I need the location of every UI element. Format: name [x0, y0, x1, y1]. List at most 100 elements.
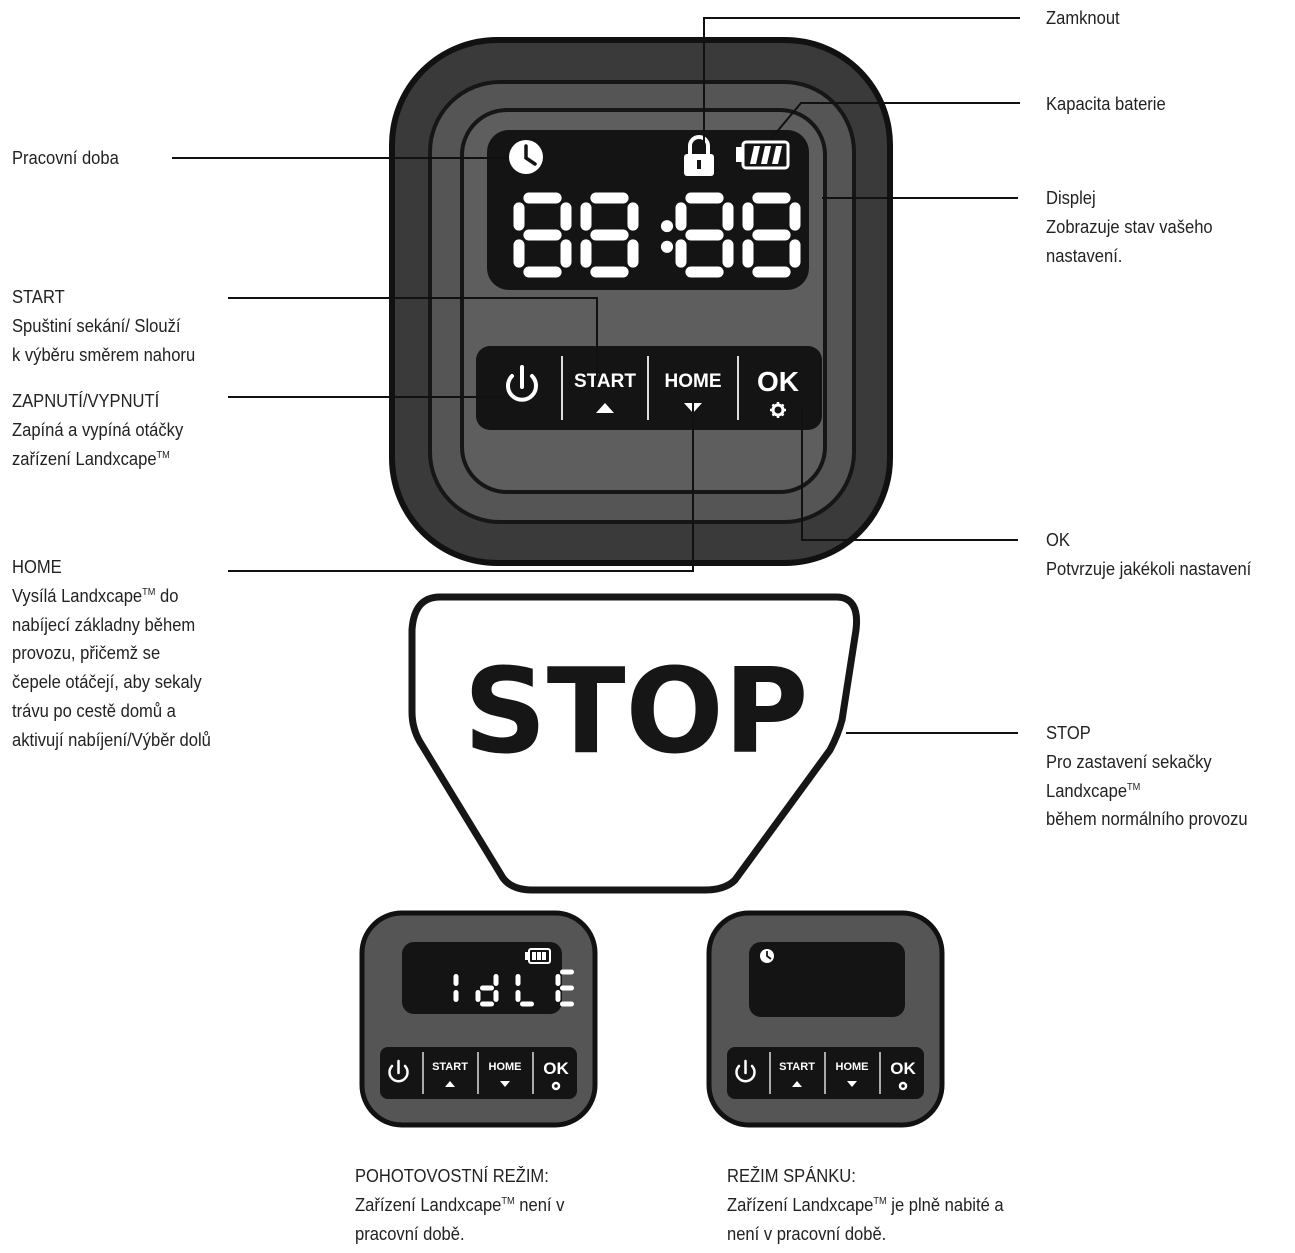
callout-start-line: Spuštiní sekání/ Slouží: [12, 315, 181, 336]
idle-ok-label: OK: [543, 1059, 569, 1078]
caption-sleep-line1b: je plně nabité a: [886, 1194, 1004, 1215]
caption-idle-line: pracovní době.: [355, 1223, 465, 1244]
battery-icon: [736, 140, 790, 170]
leader-battery: [769, 102, 1020, 141]
seven-segment-digits: [513, 192, 801, 278]
callout-display-line: nastavení.: [1046, 245, 1123, 266]
callout-stop: STOP Pro zastavení sekačky LandxcapeTM b…: [1046, 719, 1248, 834]
stop-button-label: STOP: [464, 642, 809, 780]
callout-work-time: Pracovní doba: [12, 144, 119, 173]
callout-stop-line: Pro zastavení sekačky: [1046, 751, 1212, 772]
callout-display-title: Displej: [1046, 188, 1096, 208]
power-icon: [735, 1059, 756, 1083]
leader-zamknout: [703, 17, 1020, 148]
caption-sleep-line: není v pracovní době.: [727, 1223, 887, 1244]
callout-ok-title: OK: [1046, 530, 1070, 550]
callout-zamknout: Zamknout: [1046, 4, 1120, 33]
callout-ok-line: Potvrzuje jakékoli nastavení: [1046, 558, 1252, 579]
caption-sleep-line1a: Zařízení Landxcape: [727, 1194, 874, 1215]
start-button[interactable]: START: [574, 371, 636, 413]
callout-start-line: k výběru směrem nahoru: [12, 344, 196, 365]
clock-icon: [760, 949, 774, 963]
caption-sleep-line: Zařízení LandxcapeTM je plně nabité a: [727, 1191, 1004, 1220]
idle-mode-panel: START HOME OK: [359, 910, 598, 1128]
callout-home-line: trávu po cestě domů a: [12, 700, 176, 721]
down-arrow-icon: [500, 1081, 510, 1087]
idle-home-label: HOME: [489, 1061, 522, 1073]
callout-home-first-after: do: [155, 585, 179, 606]
caption-idle-title: POHOTOVOSTNÍ REŽIM:: [355, 1166, 549, 1186]
ok-button-label: OK: [757, 366, 799, 397]
callout-home-line: Vysílá LandxcapeTM do: [12, 582, 211, 611]
callout-home-first-text: Vysílá Landxcape: [12, 585, 143, 606]
callout-ok: OK Potvrzuje jakékoli nastavení: [1046, 526, 1251, 584]
callout-battery-text: Kapacita baterie: [1046, 94, 1166, 114]
caption-idle-line1b: není v: [514, 1194, 565, 1215]
ok-button[interactable]: OK: [757, 366, 799, 418]
lock-icon: [684, 135, 714, 176]
callout-start: START Spuštiní sekání/ Slouží k výběru s…: [12, 283, 195, 369]
sleep-mode-panel: START HOME OK: [706, 910, 945, 1128]
callout-stop-title: STOP: [1046, 723, 1091, 743]
callout-display: Displej Zobrazuje stav vašeho nastavení.: [1046, 184, 1213, 270]
idle-display: [402, 942, 562, 1014]
leader-ok: [801, 406, 1018, 541]
callout-home-line: nabíjecí základny během: [12, 614, 196, 635]
caption-sleep-mode: REŽIM SPÁNKU: Zařízení LandxcapeTM je pl…: [727, 1162, 1004, 1248]
gear-icon: [770, 402, 786, 418]
gear-icon: [551, 1081, 561, 1091]
power-button[interactable]: [506, 365, 538, 402]
sleep-start-label: START: [779, 1061, 815, 1073]
sleep-display: [749, 942, 905, 1017]
leader-start: [228, 297, 598, 380]
callout-stop-line: LandxcapeTM: [1046, 777, 1248, 806]
up-arrow-icon: [445, 1081, 455, 1087]
trademark-mark: TM: [501, 1195, 515, 1207]
display-colon-dot: [660, 220, 674, 233]
caption-idle-line1a: Zařízení Landxcape: [355, 1194, 502, 1215]
gear-icon: [898, 1081, 908, 1091]
callout-home-line: provozu, přičemž se: [12, 643, 161, 664]
display-colon-dot: [660, 240, 674, 253]
sleep-ok-label: OK: [890, 1059, 916, 1078]
idle-start-label: START: [432, 1061, 468, 1073]
stop-button[interactable]: STOP: [408, 593, 861, 894]
sleep-home-label: HOME: [836, 1061, 869, 1073]
control-panel: START HOME OK: [389, 37, 893, 566]
callout-battery: Kapacita baterie: [1046, 90, 1166, 119]
idle-display-text: [453, 969, 574, 1007]
callout-power-line: Zapíná a vypíná otáčky: [12, 419, 184, 440]
callout-home-title: HOME: [12, 557, 62, 577]
callout-home-line: čepele otáčejí, aby sekaly: [12, 672, 202, 693]
callout-home-line: aktivují nabíjení/Výběr dolů: [12, 729, 211, 750]
clock-icon: [509, 140, 543, 174]
power-icon: [388, 1059, 409, 1083]
up-arrow-icon: [596, 403, 614, 413]
callout-power-last-text: zařízení Landxcape: [12, 448, 157, 469]
caption-sleep-title: REŽIM SPÁNKU:: [727, 1166, 856, 1186]
trademark-mark: TM: [156, 449, 170, 461]
callout-start-title: START: [12, 287, 65, 307]
leader-lines: [172, 17, 1020, 734]
trademark-mark: TM: [142, 586, 156, 598]
trademark-mark: TM: [1127, 781, 1141, 793]
callout-display-line: Zobrazuje stav vašeho: [1046, 216, 1213, 237]
caption-idle-mode: POHOTOVOSTNÍ REŽIM: Zařízení LandxcapeTM…: [355, 1162, 564, 1248]
up-arrow-icon: [792, 1081, 802, 1087]
callout-work-time-text: Pracovní doba: [12, 148, 119, 168]
callout-zamknout-text: Zamknout: [1046, 8, 1120, 28]
home-button-label: HOME: [665, 371, 722, 392]
callout-stop-line2-text: Landxcape: [1046, 780, 1128, 801]
callout-home: HOME Vysílá LandxcapeTM do nabíjecí zákl…: [12, 553, 211, 755]
callout-power: ZAPNUTÍ/VYPNUTÍ Zapíná a vypíná otáčky z…: [12, 387, 183, 473]
down-arrow-icon: [847, 1081, 857, 1087]
leader-home: [228, 402, 694, 572]
callout-power-title: ZAPNUTÍ/VYPNUTÍ: [12, 391, 160, 411]
battery-icon: [525, 948, 551, 964]
caption-idle-line: Zařízení LandxcapeTM není v: [355, 1191, 564, 1220]
callout-stop-line: během normálního provozu: [1046, 809, 1248, 830]
trademark-mark: TM: [873, 1195, 887, 1207]
start-button-label: START: [574, 371, 636, 392]
callout-power-line: zařízení LandxcapeTM: [12, 445, 183, 474]
